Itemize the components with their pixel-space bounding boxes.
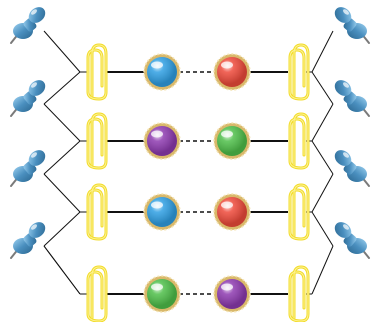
pin-icon <box>334 150 370 187</box>
connector-line <box>311 103 334 142</box>
pin-icon <box>10 80 46 117</box>
marble-green <box>143 275 181 313</box>
connector-line <box>43 140 81 175</box>
marble-red <box>213 193 251 231</box>
pin-icon <box>334 80 370 117</box>
connector-line <box>311 30 334 73</box>
pin-icon <box>334 7 370 44</box>
connector-line <box>311 211 334 247</box>
connector-line <box>311 245 334 295</box>
connector-line <box>43 103 81 142</box>
marble-purple <box>143 122 181 160</box>
paperclip-icon <box>288 265 310 322</box>
marble-red <box>213 53 251 91</box>
connector-line <box>43 211 81 247</box>
paperclip-icon <box>86 43 108 101</box>
connector-line <box>43 71 81 105</box>
marble-green <box>213 122 251 160</box>
marble-purple <box>213 275 251 313</box>
paperclip-icon <box>86 183 108 241</box>
paperclip-icon <box>288 183 310 241</box>
paperclip-icon <box>86 265 108 322</box>
paperclip-icon <box>86 112 108 170</box>
marble-blue <box>143 53 181 91</box>
pin-icon <box>10 7 46 44</box>
pin-icon <box>334 222 370 259</box>
connector-line <box>43 245 81 295</box>
pin-icon <box>10 150 46 187</box>
connector-line <box>311 140 334 175</box>
connector-line <box>311 173 334 213</box>
paperclip-icon <box>288 43 310 101</box>
paperclip-icon <box>288 112 310 170</box>
marble-blue <box>143 193 181 231</box>
connector-line <box>43 173 81 213</box>
connector-line <box>311 71 334 105</box>
connector-line <box>43 30 81 73</box>
pin-icon <box>10 222 46 259</box>
